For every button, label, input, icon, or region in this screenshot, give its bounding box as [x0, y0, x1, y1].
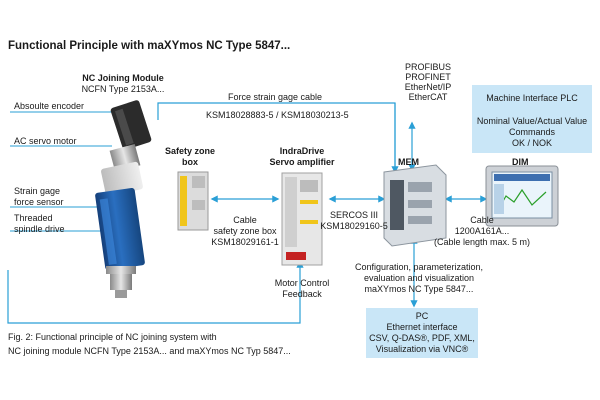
- feedback-wire: [7, 260, 304, 324]
- motor-feedback-label-1: Motor Control: [274, 278, 330, 288]
- indradrive-device: [281, 172, 323, 266]
- plc-box-line1: Nominal Value/Actual Value: [476, 116, 588, 126]
- nc-module-heading: NC Joining Module: [82, 73, 164, 83]
- nc-module-type: NCFN Type 2153A...: [81, 84, 165, 94]
- pc-box-title: PC: [415, 311, 429, 321]
- encoder-label: Absoulte encoder: [14, 101, 85, 111]
- dim-label: DIM: [512, 157, 529, 167]
- annotation-lines: [10, 111, 120, 232]
- motor-label: AC servo motor: [14, 136, 77, 146]
- indradrive-label-1: IndraDrive: [279, 146, 325, 156]
- pc-box: PC Ethernet interface CSV, Q-DAS®, PDF, …: [366, 308, 478, 358]
- fieldbus-profinet: PROFINET: [405, 72, 451, 82]
- safety-cable-label-2: safety zone box: [213, 226, 277, 236]
- pc-box-line2: CSV, Q-DAS®, PDF, XML,: [369, 333, 475, 343]
- plc-box-title: Machine Interface PLC: [486, 93, 578, 103]
- force-cable-label: Force strain gage cable: [228, 92, 323, 102]
- plc-box-line3: OK / NOK: [511, 138, 552, 148]
- strain-label-1: Strain gage: [14, 186, 61, 196]
- figure-caption-line1: Fig. 2: Functional principle of NC joini…: [8, 332, 217, 342]
- pc-box-line3: Visualization via VNC®: [375, 344, 469, 354]
- config-text-3: maXYmos NC Type 5847...: [364, 284, 474, 294]
- indradrive-label-2: Servo amplifier: [269, 157, 335, 167]
- mem-device: [383, 164, 447, 247]
- fieldbus-profibus: PROFIBUS: [404, 62, 451, 72]
- config-text-1: Configuration, parameterization,: [354, 262, 484, 272]
- safety-zone-label-1: Safety zone: [164, 146, 215, 156]
- dim-cable-label-1: Cable: [470, 215, 494, 225]
- plc-box: Machine Interface PLC Nominal Value/Actu…: [472, 85, 592, 153]
- sercos-label-1: SERCOS III: [329, 210, 378, 220]
- fieldbus-ethercat: EtherCAT: [408, 92, 448, 102]
- dim-device: [485, 165, 559, 227]
- dim-cable-label-3: (Cable length max. 5 m): [433, 237, 531, 247]
- safety-cable-label-3: KSM18029161-1: [211, 237, 279, 247]
- sercos-label-2: KSM18029160-5: [320, 221, 388, 231]
- motor-feedback-label-2: Feedback: [282, 289, 322, 299]
- nc-joining-module-device: [95, 100, 152, 298]
- spindle-label-1: Threaded: [14, 213, 53, 223]
- dim-cable-label-2: 1200A161A...: [454, 226, 510, 236]
- spindle-label-2: spindle drive: [14, 224, 65, 234]
- force-cable-part-numbers: KSM18028883-5 / KSM18030213-5: [206, 110, 349, 120]
- figure-caption-line2: NC joining module NCFN Type 2153A... and…: [8, 346, 291, 356]
- pc-box-line1: Ethernet interface: [386, 322, 458, 332]
- safety-zone-box-device: [177, 171, 209, 231]
- wires: [7, 102, 488, 324]
- safety-cable-label-1: Cable: [233, 215, 257, 225]
- plc-box-line2: Commands: [508, 127, 555, 137]
- mem-label: MEM: [398, 157, 419, 167]
- config-text-2: evaluation and visualization: [363, 273, 475, 283]
- diagram-title: Functional Principle with maXYmos NC Typ…: [8, 40, 291, 52]
- fieldbus-ethernet-ip: EtherNet/IP: [404, 82, 452, 92]
- strain-label-2: force sensor: [14, 197, 64, 207]
- safety-zone-label-2: box: [181, 157, 198, 167]
